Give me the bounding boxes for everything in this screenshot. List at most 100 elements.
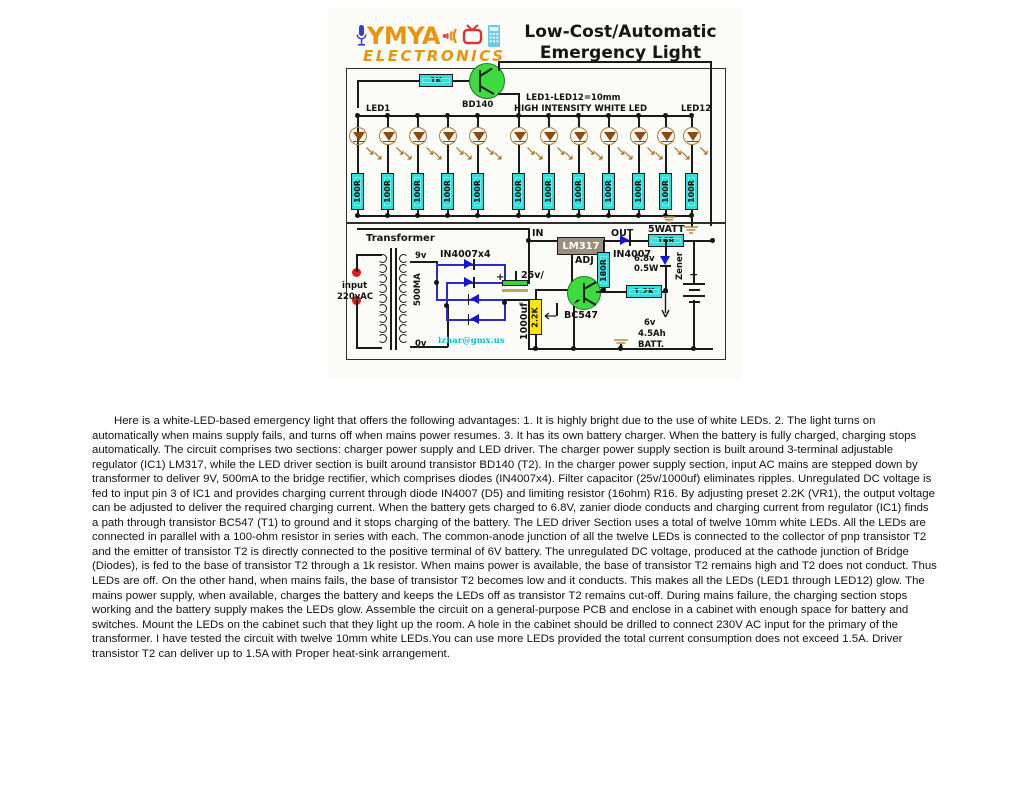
bc547-label: BC547 bbox=[564, 310, 599, 321]
dc-plus-rail-node bbox=[525, 237, 531, 243]
ic-lm317: LM317 bbox=[557, 237, 605, 255]
bridge-wire bbox=[504, 264, 506, 282]
diode-bar bbox=[467, 313, 470, 325]
diode-bar bbox=[473, 276, 475, 288]
led-bottom-node bbox=[354, 212, 360, 218]
ground-rail-node bbox=[617, 345, 623, 351]
led-ray-icon bbox=[527, 147, 535, 155]
resistor-100r: 100R bbox=[411, 173, 424, 210]
lm317-adj-wire bbox=[571, 255, 573, 290]
led-symbol bbox=[379, 127, 397, 145]
led-cathode-bar bbox=[634, 140, 646, 143]
resistor-100r-label: 100R bbox=[443, 180, 453, 203]
led1-label: LED1 bbox=[366, 104, 391, 114]
coil-turn bbox=[378, 314, 387, 323]
power-rating-label: 5WATT bbox=[648, 224, 685, 235]
ground-symbol-top bbox=[663, 216, 675, 223]
resistor-100r-label: 100R bbox=[574, 180, 584, 203]
led-anode-lead bbox=[417, 115, 419, 127]
bc547-base-bar bbox=[583, 283, 585, 303]
bc547-emitter-lead bbox=[583, 297, 597, 306]
led-anode-lead bbox=[608, 115, 610, 127]
resistor-100r: 100R bbox=[542, 173, 555, 210]
led-cathode-lead bbox=[665, 145, 667, 173]
secondary-bottom-up bbox=[447, 305, 449, 347]
led-bottom-node bbox=[384, 212, 390, 218]
input-label-line1: input bbox=[342, 281, 368, 291]
battery-plus-to-rail bbox=[693, 240, 711, 242]
transformer-core-a bbox=[390, 248, 392, 350]
led-bottom-node bbox=[444, 212, 450, 218]
led-ray-icon bbox=[456, 147, 464, 155]
bd140-base-bar bbox=[479, 70, 481, 92]
secondary-9v-label: 9v bbox=[415, 251, 427, 261]
led-cathode-bar bbox=[413, 140, 425, 143]
coil-turn bbox=[399, 314, 408, 323]
led-cathode-lead bbox=[518, 145, 520, 173]
led-ray-icon bbox=[625, 152, 633, 160]
secondary-top-wire bbox=[410, 261, 438, 263]
led-symbol bbox=[510, 127, 528, 145]
r180-top-lead bbox=[603, 240, 605, 252]
resistor-100r-label: 100R bbox=[661, 180, 671, 203]
bc547-arrow-icon bbox=[574, 299, 581, 304]
battery-label-line3: BATT. bbox=[638, 340, 665, 350]
figure-title-line2: Emergency Light bbox=[539, 43, 702, 63]
led-ray-icon bbox=[655, 152, 663, 160]
led-triangle bbox=[473, 131, 485, 141]
battery-plate-long bbox=[683, 295, 705, 297]
resistor-100r: 100R bbox=[471, 173, 484, 210]
led-ray-icon bbox=[426, 147, 434, 155]
resistor-100r: 100R bbox=[632, 173, 645, 210]
logo-brand-text: YMYA bbox=[367, 22, 440, 50]
wifi-waves-icon bbox=[440, 24, 462, 48]
coil-turn bbox=[399, 324, 408, 333]
led-triangle bbox=[661, 131, 673, 141]
led-bottom-node bbox=[662, 212, 668, 218]
led-ray-icon bbox=[464, 152, 472, 160]
led-cathode-lead bbox=[387, 145, 389, 173]
coil-turn bbox=[378, 284, 387, 293]
led-triangle bbox=[413, 131, 425, 141]
led-cathode-lead bbox=[608, 145, 610, 173]
led-anode-lead bbox=[387, 115, 389, 127]
led-cathode-lead bbox=[447, 145, 449, 173]
circuit-schematic-image: YMYA bbox=[328, 8, 742, 378]
battery-label-line2: 4.5Ah bbox=[638, 329, 666, 339]
led-symbol bbox=[683, 127, 701, 145]
led-anode-lead bbox=[665, 115, 667, 127]
bd140-arrow-icon bbox=[483, 69, 490, 74]
resistor-100r-label: 100R bbox=[383, 180, 393, 203]
led-symbol bbox=[349, 127, 367, 145]
led-note-line1: LED1-LED12=10mm bbox=[526, 93, 621, 103]
zener-bottom-lead bbox=[665, 266, 667, 290]
led-anode-lead bbox=[477, 115, 479, 127]
logo-subtitle: ELECTRONICS bbox=[363, 47, 506, 65]
article-body: Here is a white-LED-based emergency ligh… bbox=[92, 415, 937, 660]
led-ray-icon bbox=[494, 152, 502, 160]
right-rail-down bbox=[710, 61, 712, 226]
led-triangle bbox=[634, 131, 646, 141]
cap-top-lead bbox=[515, 271, 517, 281]
input-terminal-top bbox=[352, 268, 361, 277]
transistor-bc547 bbox=[567, 276, 601, 310]
pin-adj-label: ADJ bbox=[575, 255, 594, 266]
led-triangle bbox=[353, 131, 365, 141]
led-ray-icon bbox=[366, 147, 374, 155]
led-symbol bbox=[469, 127, 487, 145]
primary-bottom-wire bbox=[356, 347, 382, 349]
led-ray-icon bbox=[535, 152, 543, 160]
figure-title-line1: Low-Cost/Automatic bbox=[524, 22, 717, 42]
led-anode-bus bbox=[357, 115, 691, 117]
secondary-0v-label: 0v bbox=[415, 339, 427, 349]
coil-turn bbox=[399, 284, 408, 293]
coil-turn bbox=[378, 264, 387, 273]
led-anode-lead bbox=[548, 115, 550, 127]
ymya-logo: YMYA bbox=[356, 22, 516, 72]
led-cathode-bus bbox=[357, 215, 691, 217]
led-bus-to-ground bbox=[691, 215, 693, 227]
led-cathode-bar bbox=[383, 140, 395, 143]
led-ray-icon bbox=[565, 152, 573, 160]
resistor-100r-label: 100R bbox=[473, 180, 483, 203]
